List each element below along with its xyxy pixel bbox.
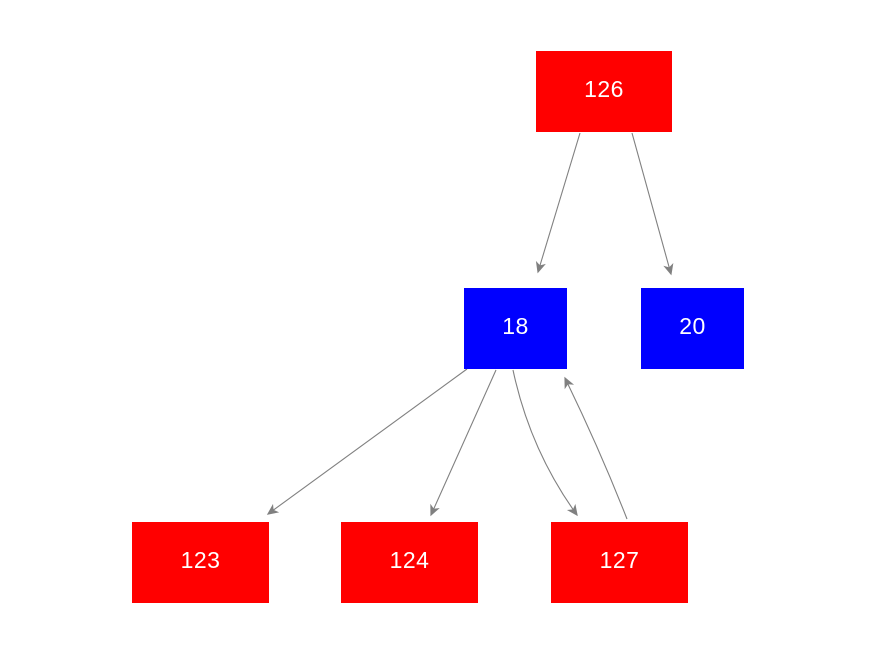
edge-126-to-18: [535, 132, 581, 274]
graph-node-123[interactable]: 123: [132, 522, 269, 603]
graph-node-label: 18: [502, 313, 529, 339]
graph-node-label: 123: [180, 547, 221, 573]
graph-node-label: 127: [599, 547, 640, 573]
edges-group: [266, 132, 674, 520]
graph-node-127[interactable]: 127: [551, 522, 688, 603]
edge-18-to-124: [430, 369, 497, 517]
graph-node-126[interactable]: 126: [536, 51, 672, 132]
graph-node-label: 126: [584, 76, 624, 102]
graph-node-18[interactable]: 18: [464, 288, 567, 369]
graph-node-20[interactable]: 20: [641, 288, 744, 369]
edge-18-to-127: [512, 369, 578, 517]
graph-node-label: 124: [389, 547, 430, 573]
graph-node-label: 20: [679, 313, 706, 339]
edge-126-to-20: [631, 132, 674, 276]
edge-127-to-18: [564, 376, 628, 520]
edge-18-to-123: [266, 368, 468, 515]
graph-node-124[interactable]: 124: [341, 522, 478, 603]
